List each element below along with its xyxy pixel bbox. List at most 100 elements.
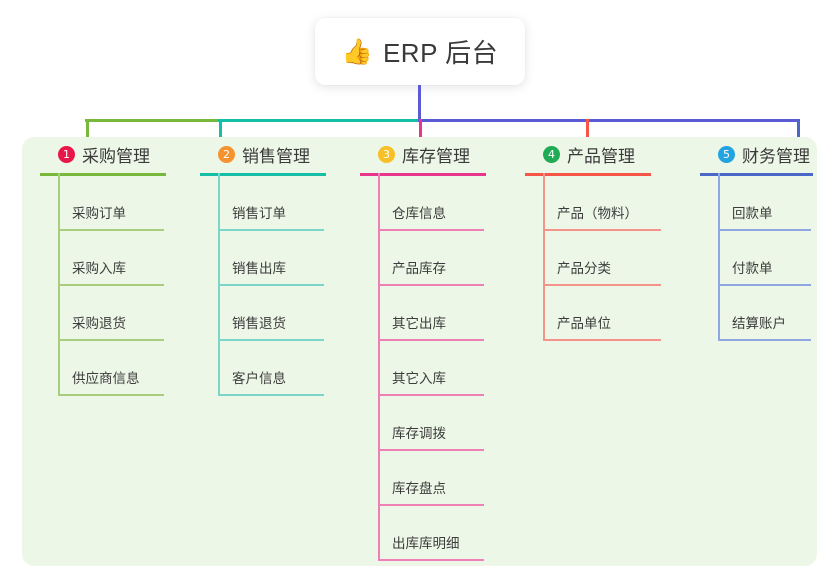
- menu-item-rule: [218, 229, 324, 231]
- column-header-rule-5: [700, 173, 813, 176]
- menu-item[interactable]: 销售订单: [218, 205, 324, 231]
- menu-item-label: 采购入库: [72, 261, 126, 276]
- column-header-rule-4: [525, 173, 651, 176]
- column-title-3: 库存管理: [402, 146, 470, 166]
- menu-item-label: 销售退货: [232, 316, 286, 331]
- column-spine-3: [378, 173, 380, 561]
- menu-item-rule: [58, 394, 164, 396]
- menu-item-rule: [218, 394, 324, 396]
- menu-item[interactable]: 库存盘点: [378, 480, 484, 506]
- column-header-1[interactable]: 1 采购管理: [40, 137, 200, 171]
- menu-item-label: 采购退货: [72, 316, 126, 331]
- column-header-rule-2: [200, 173, 326, 176]
- menu-item-rule: [543, 284, 661, 286]
- drop-product: [586, 119, 589, 147]
- menu-item[interactable]: 采购退货: [58, 315, 164, 341]
- drop-finance: [797, 119, 800, 147]
- menu-item[interactable]: 其它出库: [378, 315, 484, 341]
- menu-item[interactable]: 产品（物料）: [543, 205, 661, 231]
- drop-inventory: [419, 119, 422, 147]
- column-badge-5: 5: [718, 145, 735, 163]
- menu-item[interactable]: 仓库信息: [378, 205, 484, 231]
- menu-item[interactable]: 销售出库: [218, 260, 324, 286]
- menu-item[interactable]: 回款单: [718, 205, 811, 231]
- mindmap-panel: 1 采购管理采购订单采购入库采购退货供应商信息 2 销售管理销售订单销售出库销售退货客…: [22, 137, 817, 566]
- menu-item[interactable]: 客户信息: [218, 370, 324, 396]
- column-5: 5 财务管理回款单付款单结算账户: [700, 137, 813, 341]
- menu-item-label: 产品（物料）: [557, 206, 638, 221]
- column-header-5[interactable]: 5 财务管理: [700, 137, 810, 171]
- column-title-5: 财务管理: [742, 146, 810, 166]
- menu-item-label: 仓库信息: [392, 206, 446, 221]
- menu-item-rule: [58, 229, 164, 231]
- menu-item-rule: [378, 284, 484, 286]
- menu-item-label: 回款单: [732, 206, 773, 221]
- menu-item-label: 产品单位: [557, 316, 611, 331]
- column-title-1: 采购管理: [82, 146, 150, 166]
- menu-item-label: 销售订单: [232, 206, 286, 221]
- bus-segment-green: [85, 119, 220, 122]
- menu-item-rule: [718, 284, 811, 286]
- menu-item[interactable]: 采购订单: [58, 205, 164, 231]
- column-1: 1 采购管理采购订单采购入库采购退货供应商信息: [40, 137, 200, 396]
- column-2: 2 销售管理销售订单销售出库销售退货客户信息: [200, 137, 360, 396]
- column-badge-4: 4: [543, 145, 560, 163]
- menu-item-rule: [378, 229, 484, 231]
- root-connector-line: [418, 85, 421, 121]
- menu-item-rule: [543, 339, 661, 341]
- column-badge-1: 1: [58, 145, 75, 163]
- column-title-4: 产品管理: [567, 146, 635, 166]
- root-title-label: ERP 后台: [382, 38, 499, 68]
- bus-segment-blue: [418, 119, 799, 122]
- column-4: 4 产品管理产品（物料） 产品分类产品单位: [525, 137, 700, 341]
- menu-item[interactable]: 产品库存: [378, 260, 484, 286]
- menu-item[interactable]: 产品单位: [543, 315, 661, 341]
- menu-item-label: 库存调拨: [392, 426, 446, 441]
- menu-item[interactable]: 供应商信息: [58, 370, 164, 396]
- menu-item-label: 结算账户: [732, 316, 786, 331]
- menu-item-label: 出库库明细: [392, 536, 460, 551]
- menu-item[interactable]: 采购入库: [58, 260, 164, 286]
- thumbs-up-icon: 👍: [341, 38, 373, 66]
- drop-purchase: [86, 119, 89, 147]
- menu-item[interactable]: 产品分类: [543, 260, 661, 286]
- menu-item[interactable]: 出库库明细: [378, 535, 484, 561]
- menu-item-rule: [718, 339, 811, 341]
- menu-item-label: 采购订单: [72, 206, 126, 221]
- menu-item-label: 付款单: [732, 261, 773, 276]
- column-title-2: 销售管理: [242, 146, 310, 166]
- menu-item-rule: [378, 504, 484, 506]
- menu-item-rule: [378, 449, 484, 451]
- menu-item[interactable]: 付款单: [718, 260, 811, 286]
- menu-item-rule: [218, 339, 324, 341]
- drop-sales: [219, 119, 222, 147]
- menu-item-label: 供应商信息: [72, 371, 140, 386]
- menu-item-label: 销售出库: [232, 261, 286, 276]
- menu-item-rule: [378, 339, 484, 341]
- menu-item-rule: [718, 229, 811, 231]
- menu-item-label: 客户信息: [232, 371, 286, 386]
- bus-segment-teal: [218, 119, 420, 122]
- menu-item-label: 库存盘点: [392, 481, 446, 496]
- menu-item-label: 产品分类: [557, 261, 611, 276]
- column-spine-4: [543, 173, 545, 341]
- column-badge-2: 2: [218, 145, 235, 163]
- menu-item-rule: [58, 339, 164, 341]
- menu-item[interactable]: 其它入库: [378, 370, 484, 396]
- menu-item[interactable]: 库存调拨: [378, 425, 484, 451]
- column-header-2[interactable]: 2 销售管理: [200, 137, 360, 171]
- menu-item-rule: [378, 394, 484, 396]
- menu-item-label: 其它入库: [392, 371, 446, 386]
- menu-item-rule: [543, 229, 661, 231]
- menu-item-rule: [378, 559, 484, 561]
- column-header-rule-3: [360, 173, 486, 176]
- column-header-rule-1: [40, 173, 166, 176]
- menu-item-label: 产品库存: [392, 261, 446, 276]
- column-spine-5: [718, 173, 720, 341]
- root-title-card[interactable]: 👍 ERP 后台: [315, 18, 525, 85]
- menu-item[interactable]: 结算账户: [718, 315, 811, 341]
- column-header-4[interactable]: 4 产品管理: [525, 137, 700, 171]
- menu-item[interactable]: 销售退货: [218, 315, 324, 341]
